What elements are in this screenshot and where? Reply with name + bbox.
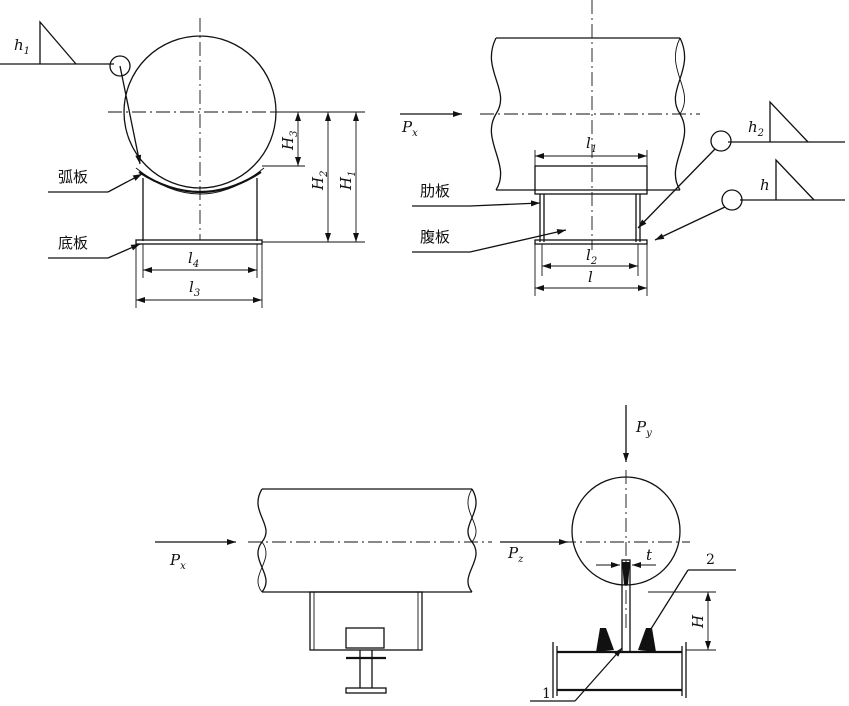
label-px: Px [401,118,418,139]
fillet-weld-right [638,628,656,652]
label-t: t [646,546,653,564]
label-H: H [689,614,707,629]
label-l4: l4 [188,249,199,270]
fillet-weld-symbol-h2 [769,100,809,143]
label-px: Px [169,551,186,572]
weld-callout-circle-h2 [710,130,732,152]
item-number-2: 2 [706,552,715,568]
leader-base-plate [107,243,141,259]
pipe-right-break [467,488,477,593]
figure-2-pipe-rib-support: Px l1 l2 l h2 h [400,0,845,296]
label-l3: l3 [189,278,200,299]
leader-web-plate [469,229,567,253]
label-H3: H3 [279,131,300,151]
label-h2: h2 [748,118,764,139]
label-H2: H2 [309,171,330,191]
label-l1: l1 [586,134,597,155]
label-arc-plate: 弧板 [58,168,88,186]
label-h: h [760,176,770,194]
figure-1-pipe-saddle-support: h1 H3 H2 H1 l4 l3 弧板 底板 [0,18,365,308]
item-number-1: 1 [542,686,551,702]
label-py: Py [635,418,652,439]
weld-leader-h2 [637,148,716,229]
leader-item-2 [643,569,689,641]
figure-3-pipe-on-beam: Px [155,488,492,694]
support-box [309,591,423,651]
weld-leader-arrow [119,65,142,165]
pipe-left-break [257,488,267,593]
base-plate [135,239,263,245]
leader-rib-plate [469,200,541,207]
fillet-weld-symbol-h [775,158,815,201]
label-pz: Pz [507,544,524,565]
leader-item-1 [574,647,623,702]
inner-block [345,627,385,649]
bottom-plate [534,239,648,245]
beam-bottom-flange [345,687,387,694]
pipe-left-break [490,37,502,191]
leader-arc-plate [107,173,143,193]
label-H1: H1 [337,171,358,191]
label-rib-plate: 肋板 [420,182,450,200]
label-l2: l2 [586,246,597,267]
label-h1: h1 [14,36,30,57]
figure-4-pipe-t-support: Py Pz t H 2 1 [500,405,736,702]
weld-callout-circle-h [721,189,743,211]
label-web-plate: 腹板 [420,228,450,246]
fillet-weld-left [596,628,614,652]
fillet-weld-symbol-h1 [39,20,77,65]
label-l: l [588,268,593,286]
weld-callout-circle [109,55,131,77]
weld-leader-h [654,206,726,241]
label-base-plate: 底板 [58,234,88,252]
rib-plate [534,165,648,195]
